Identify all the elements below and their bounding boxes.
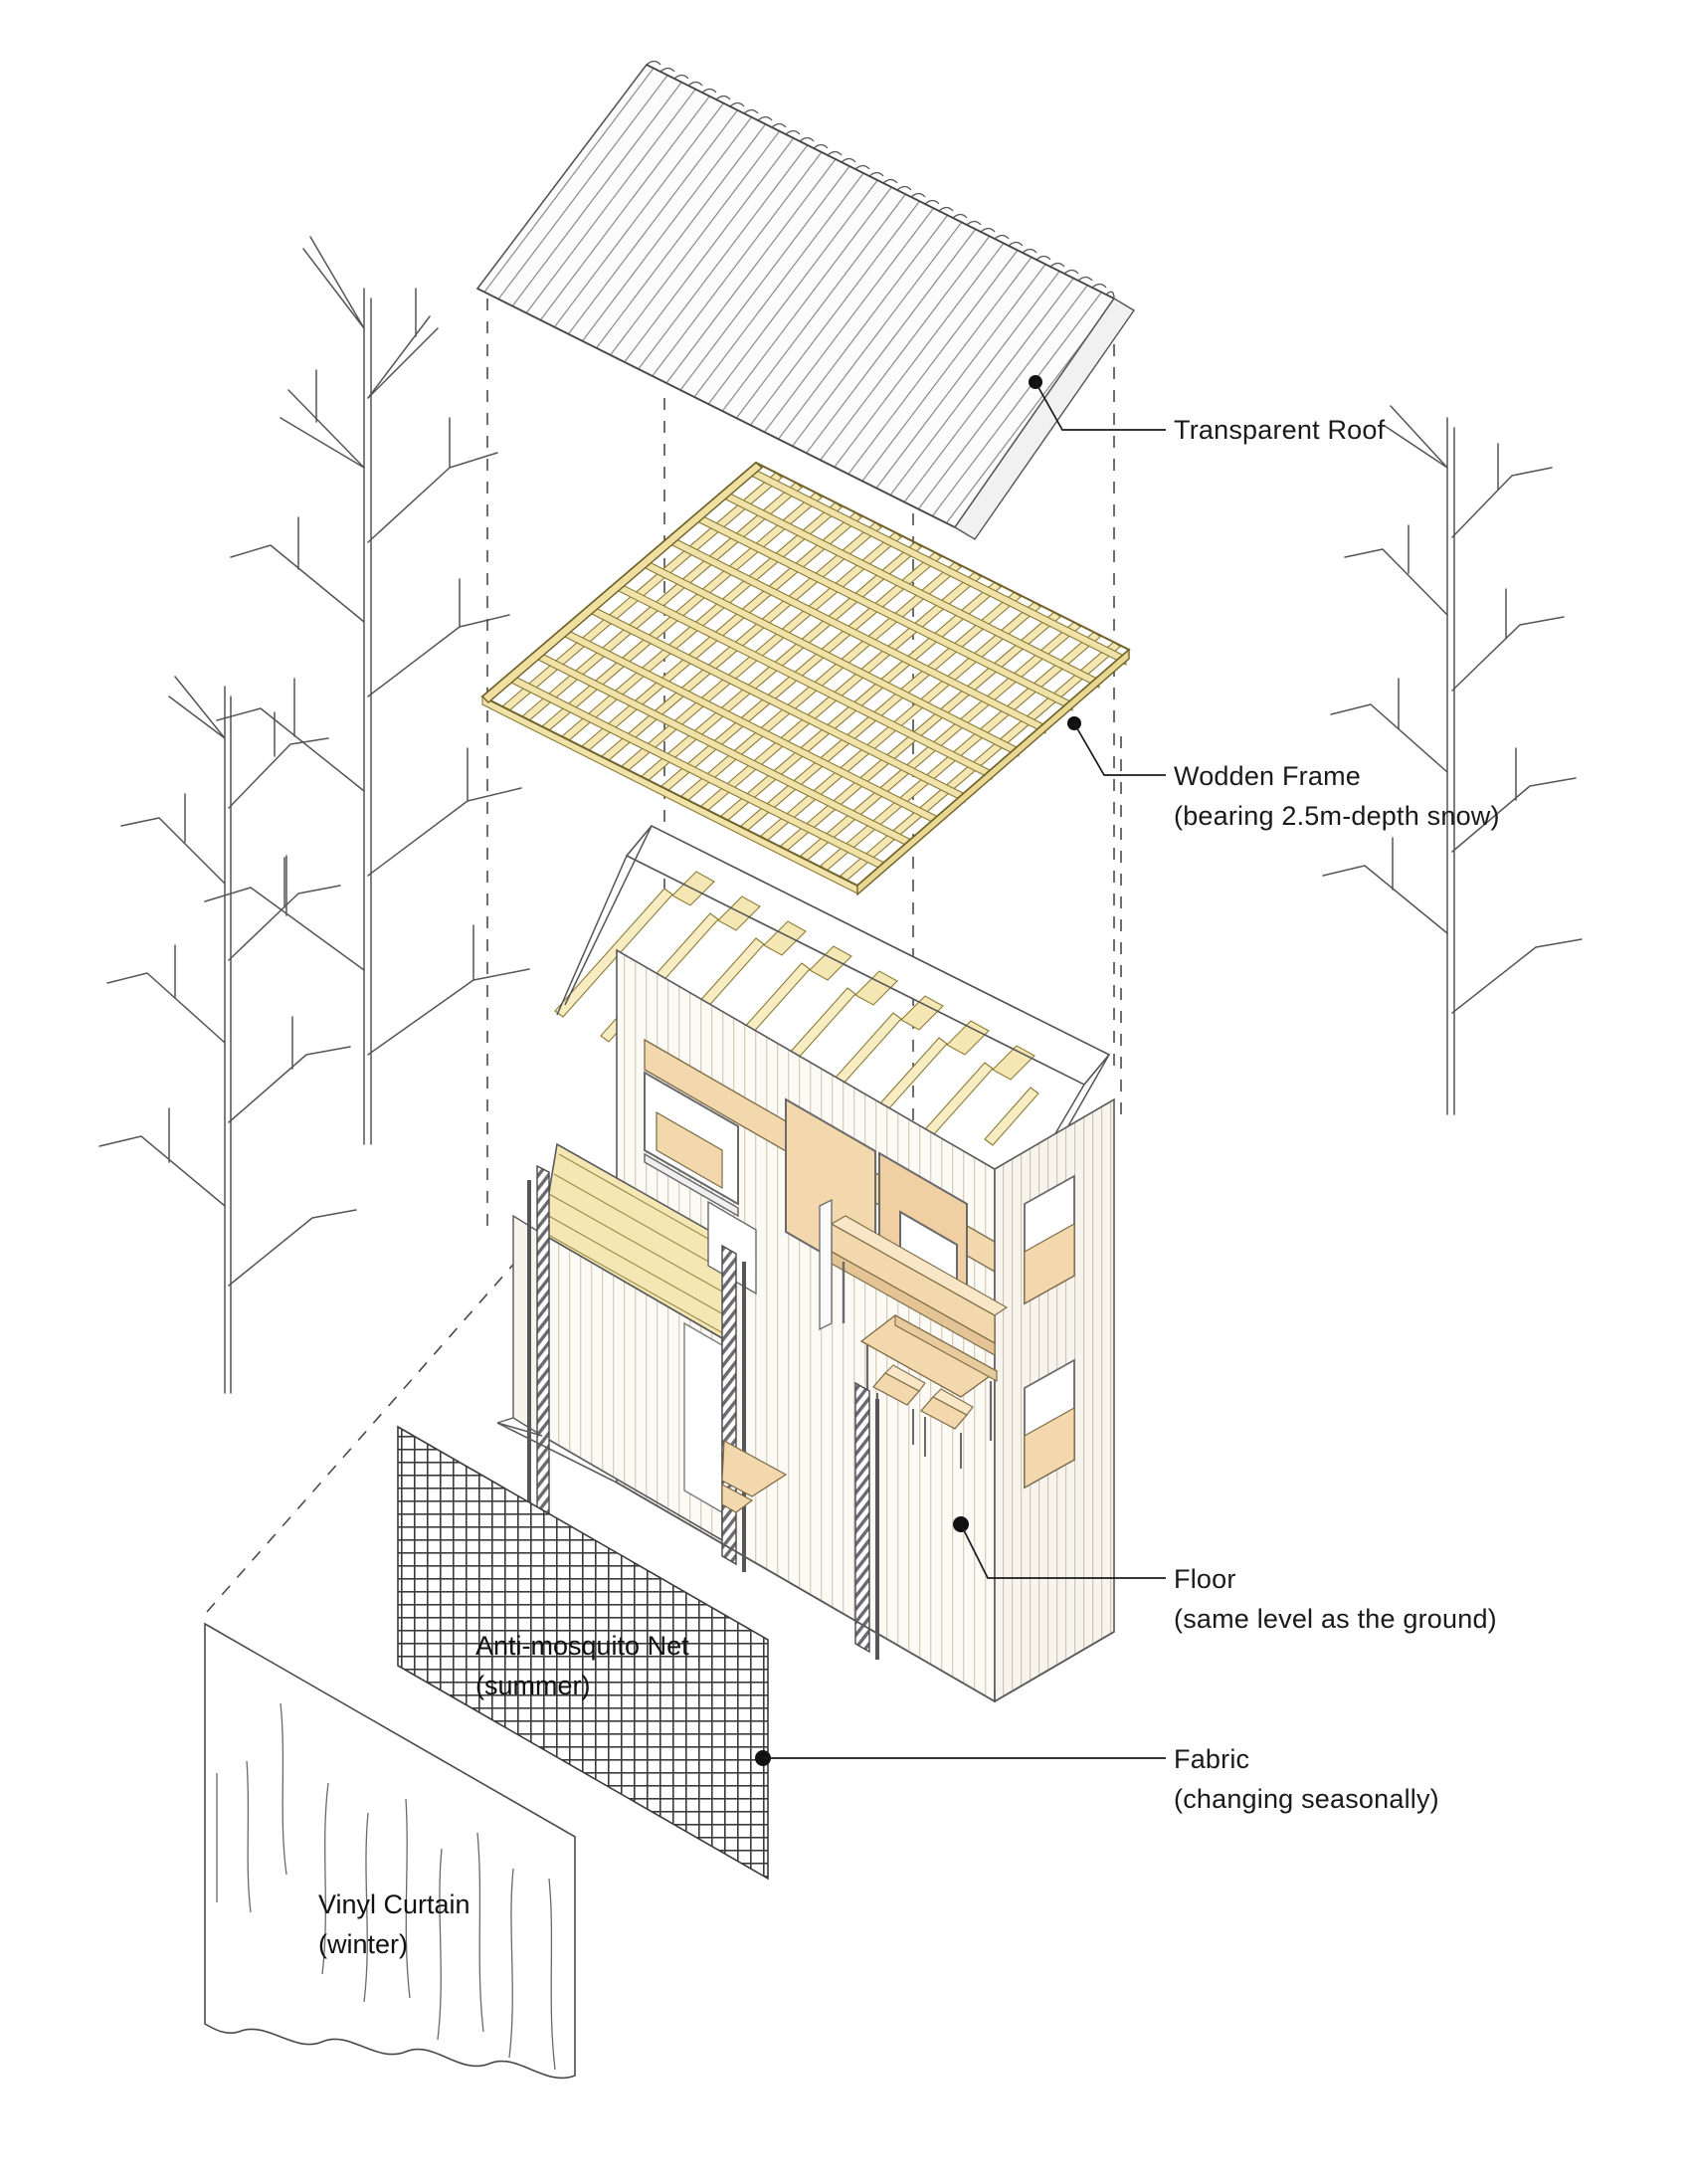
front-window-small-left (644, 1071, 739, 1206)
leader-wodden-frame (1067, 716, 1166, 776)
callout-subtitle-floor: (same level as the ground) (1174, 1604, 1497, 1634)
chair-b (920, 1388, 974, 1469)
floor-layer (496, 1417, 1115, 1703)
callout-leaders (755, 375, 1166, 1766)
ladders (527, 1164, 879, 1660)
ladder-inner-right (854, 1381, 879, 1660)
house-side-wall (994, 1097, 1115, 1703)
tree-left-tall (204, 236, 530, 1145)
inner-volume (512, 1142, 757, 1542)
vinyl-curtain-panel (204, 1622, 576, 2080)
side-window-upper (1024, 1174, 1075, 1305)
overlay-subtitle-anti-mosquito-net: (summer) (475, 1671, 591, 1700)
overlay-title-vinyl-curtain: Vinyl Curtain (318, 1889, 470, 1919)
side-window-lower (1024, 1358, 1075, 1489)
callout-subtitle-fabric: (changing seasonally) (1174, 1784, 1439, 1814)
callout-labels: Transparent Roof Wodden Frame (bearing 2… (1174, 415, 1500, 1814)
tree-left-short (98, 676, 357, 1394)
callout-title-fabric: Fabric (1174, 1744, 1249, 1774)
overlay-subtitle-vinyl-curtain: (winter) (318, 1929, 408, 1959)
guide-diag-a (206, 1231, 543, 1613)
callout-title-wodden-frame: Wodden Frame (1174, 761, 1361, 791)
leader-fabric (755, 1750, 1166, 1766)
anti-mosquito-net-panel (397, 1425, 769, 1881)
interior-furniture (819, 1198, 1009, 1469)
callout-title-floor: Floor (1174, 1564, 1236, 1594)
leader-transparent-roof (1029, 375, 1166, 431)
roof-right-slope (953, 298, 1136, 540)
frame-grid (480, 461, 1131, 896)
overlay-labels: Anti-mosquito Net (summer) Vinyl Curtain… (318, 1631, 689, 1959)
callout-subtitle-wodden-frame: (bearing 2.5m-depth snow) (1174, 801, 1500, 831)
ladder-outer-left (527, 1164, 550, 1546)
leader-floor (953, 1516, 1166, 1579)
wooden-frame-layer (480, 461, 1131, 896)
tree-right-tall (1322, 405, 1583, 1115)
overlay-title-anti-mosquito-net: Anti-mosquito Net (475, 1631, 689, 1661)
transparent-roof-layer (475, 60, 1136, 540)
house-volume-layer (496, 825, 1115, 1703)
fabric-layer (204, 1425, 769, 2080)
callout-title-transparent-roof: Transparent Roof (1174, 415, 1386, 445)
roof-left-slope (475, 60, 1116, 529)
ladder-middle (721, 1244, 788, 1572)
scenery-trees (98, 236, 1583, 1394)
